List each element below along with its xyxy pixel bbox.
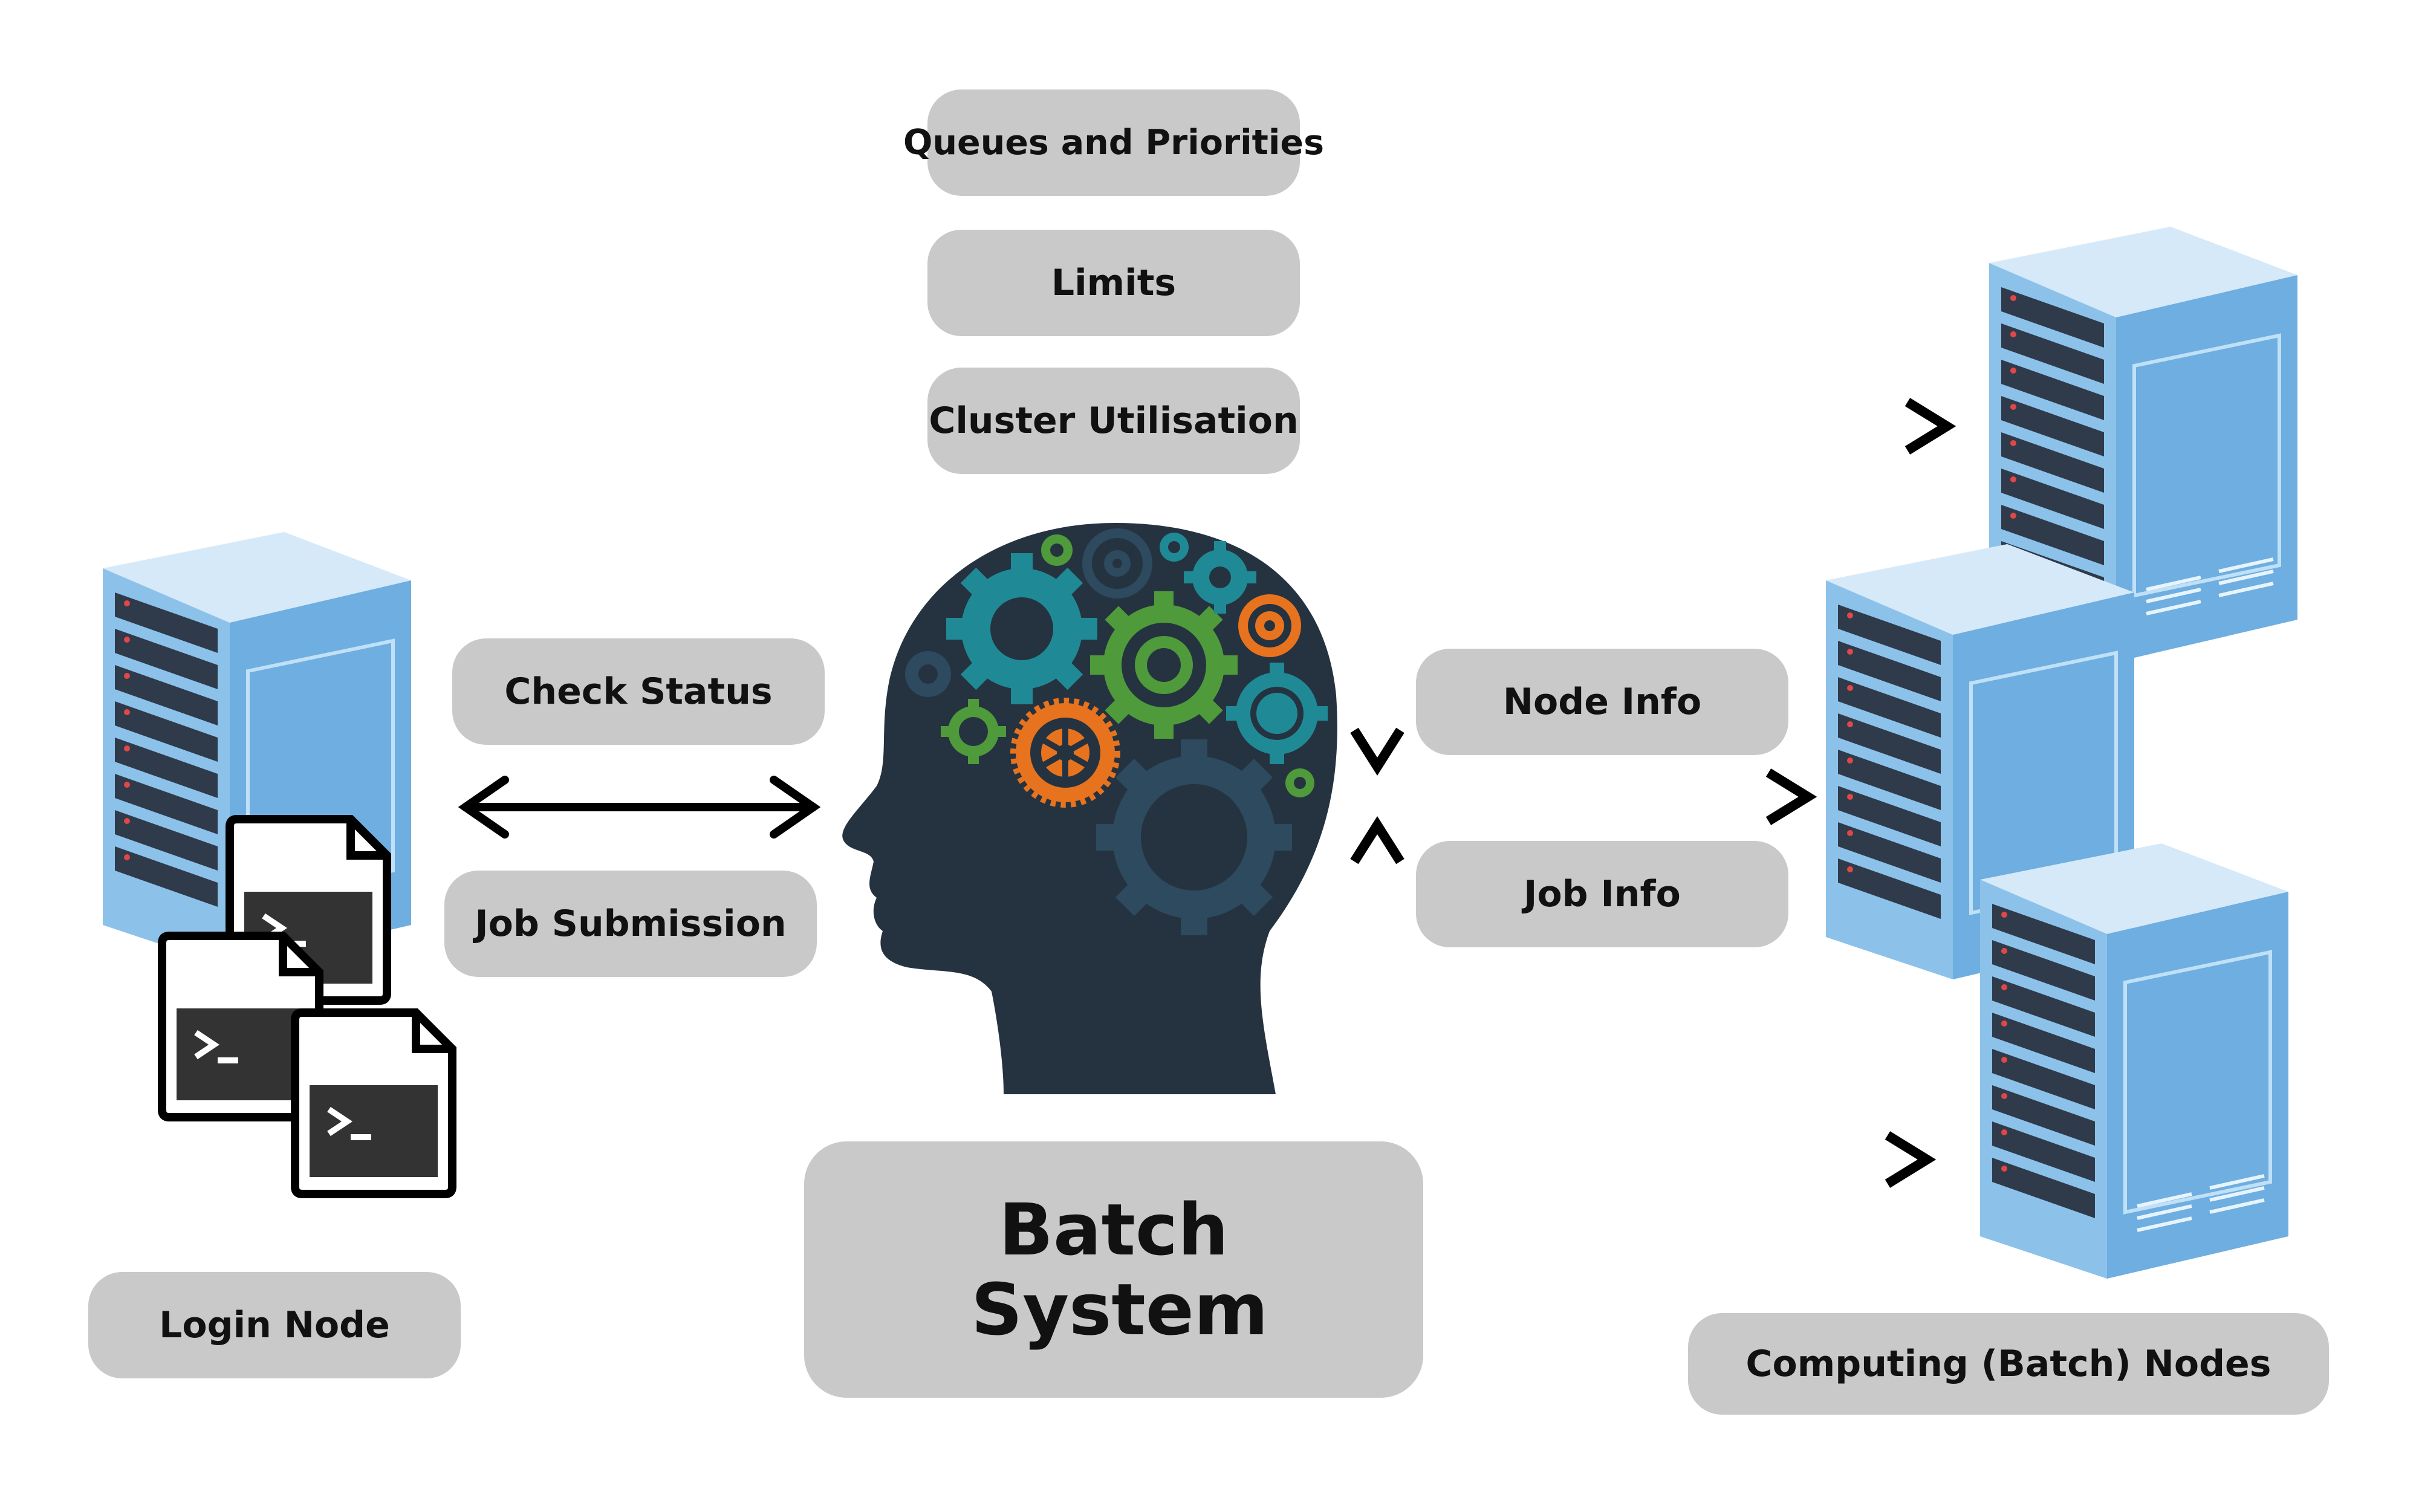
compute-server-icon (1980, 843, 2288, 1279)
job-submission-label: Job Submission (444, 871, 817, 977)
queues-priorities-label: Queues and Priorities (903, 89, 1324, 196)
computing-nodes-label: Computing (Batch) Nodes (1688, 1313, 2329, 1415)
brain-gears-icon (842, 523, 1337, 1094)
batch-system-line2: System (971, 1268, 1268, 1351)
check-status-label: Check Status (452, 638, 825, 745)
right-chevron-icon (1765, 768, 1817, 825)
batch-system-label: Batch System (804, 1141, 1423, 1398)
limits-label: Limits (927, 230, 1300, 336)
down-chevron-icon (1350, 727, 1404, 776)
script-document-icon (295, 1013, 452, 1194)
bidirectional-arrow-icon (458, 776, 821, 839)
right-chevron-icon (1904, 398, 1956, 455)
right-chevron-icon (1885, 1131, 1937, 1188)
up-chevron-icon (1350, 816, 1404, 865)
node-info-label: Node Info (1416, 649, 1788, 755)
login-node-label: Login Node (88, 1272, 461, 1378)
job-info-label: Job Info (1416, 841, 1788, 947)
batch-system-line1: Batch (999, 1187, 1229, 1271)
cluster-utilisation-label: Cluster Utilisation (927, 368, 1300, 474)
